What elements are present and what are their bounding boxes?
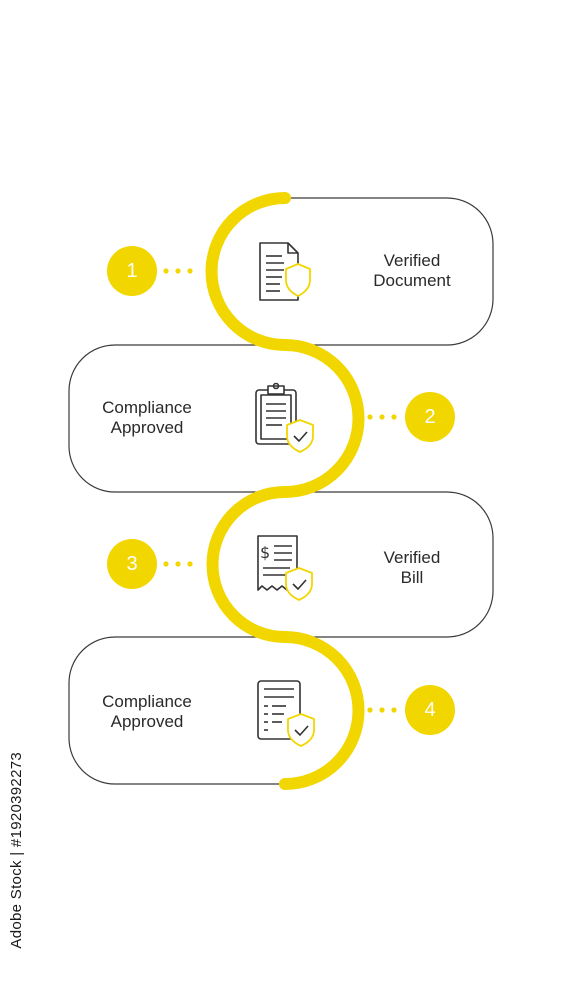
step-card-2 <box>68 344 285 493</box>
step-number-4: 4 <box>405 685 455 735</box>
step-label-2-line2: Approved <box>110 418 184 437</box>
clipboard-shield-icon <box>255 382 314 453</box>
document-shield-icon <box>259 242 311 301</box>
step-card-3 <box>285 491 494 638</box>
bill-shield-icon: $ <box>257 535 313 601</box>
svg-text:$: $ <box>260 543 270 562</box>
connector-dots-2 <box>367 414 397 420</box>
step-label-4: Compliance Approved <box>72 692 222 732</box>
step-card-1 <box>285 197 494 346</box>
step-label-3: Verified Bill <box>337 548 487 588</box>
step-card-4 <box>68 636 285 785</box>
step-number-2: 2 <box>405 392 455 442</box>
connector-dots-4 <box>367 707 397 713</box>
step-number-1: 1 <box>107 246 157 296</box>
stock-watermark: Adobe Stock | #1920392273 <box>8 752 25 949</box>
step-label-3-line2: Bill <box>400 568 424 587</box>
step-label-1-line2: Document <box>373 271 451 290</box>
step-label-4-line2: Approved <box>110 712 184 731</box>
step-number-3: 3 <box>107 539 157 589</box>
step-label-1: Verified Document <box>337 251 487 291</box>
step-label-3-line1: Verified <box>383 548 441 567</box>
step-label-2: Compliance Approved <box>72 398 222 438</box>
flow-curve <box>205 192 365 790</box>
step-label-4-line1: Compliance <box>102 692 192 711</box>
form-shield-icon <box>257 680 315 747</box>
connector-dots-1 <box>163 268 193 274</box>
connector-dots-3 <box>163 561 193 567</box>
step-label-1-line1: Verified <box>383 251 441 270</box>
step-label-2-line1: Compliance <box>102 398 192 417</box>
